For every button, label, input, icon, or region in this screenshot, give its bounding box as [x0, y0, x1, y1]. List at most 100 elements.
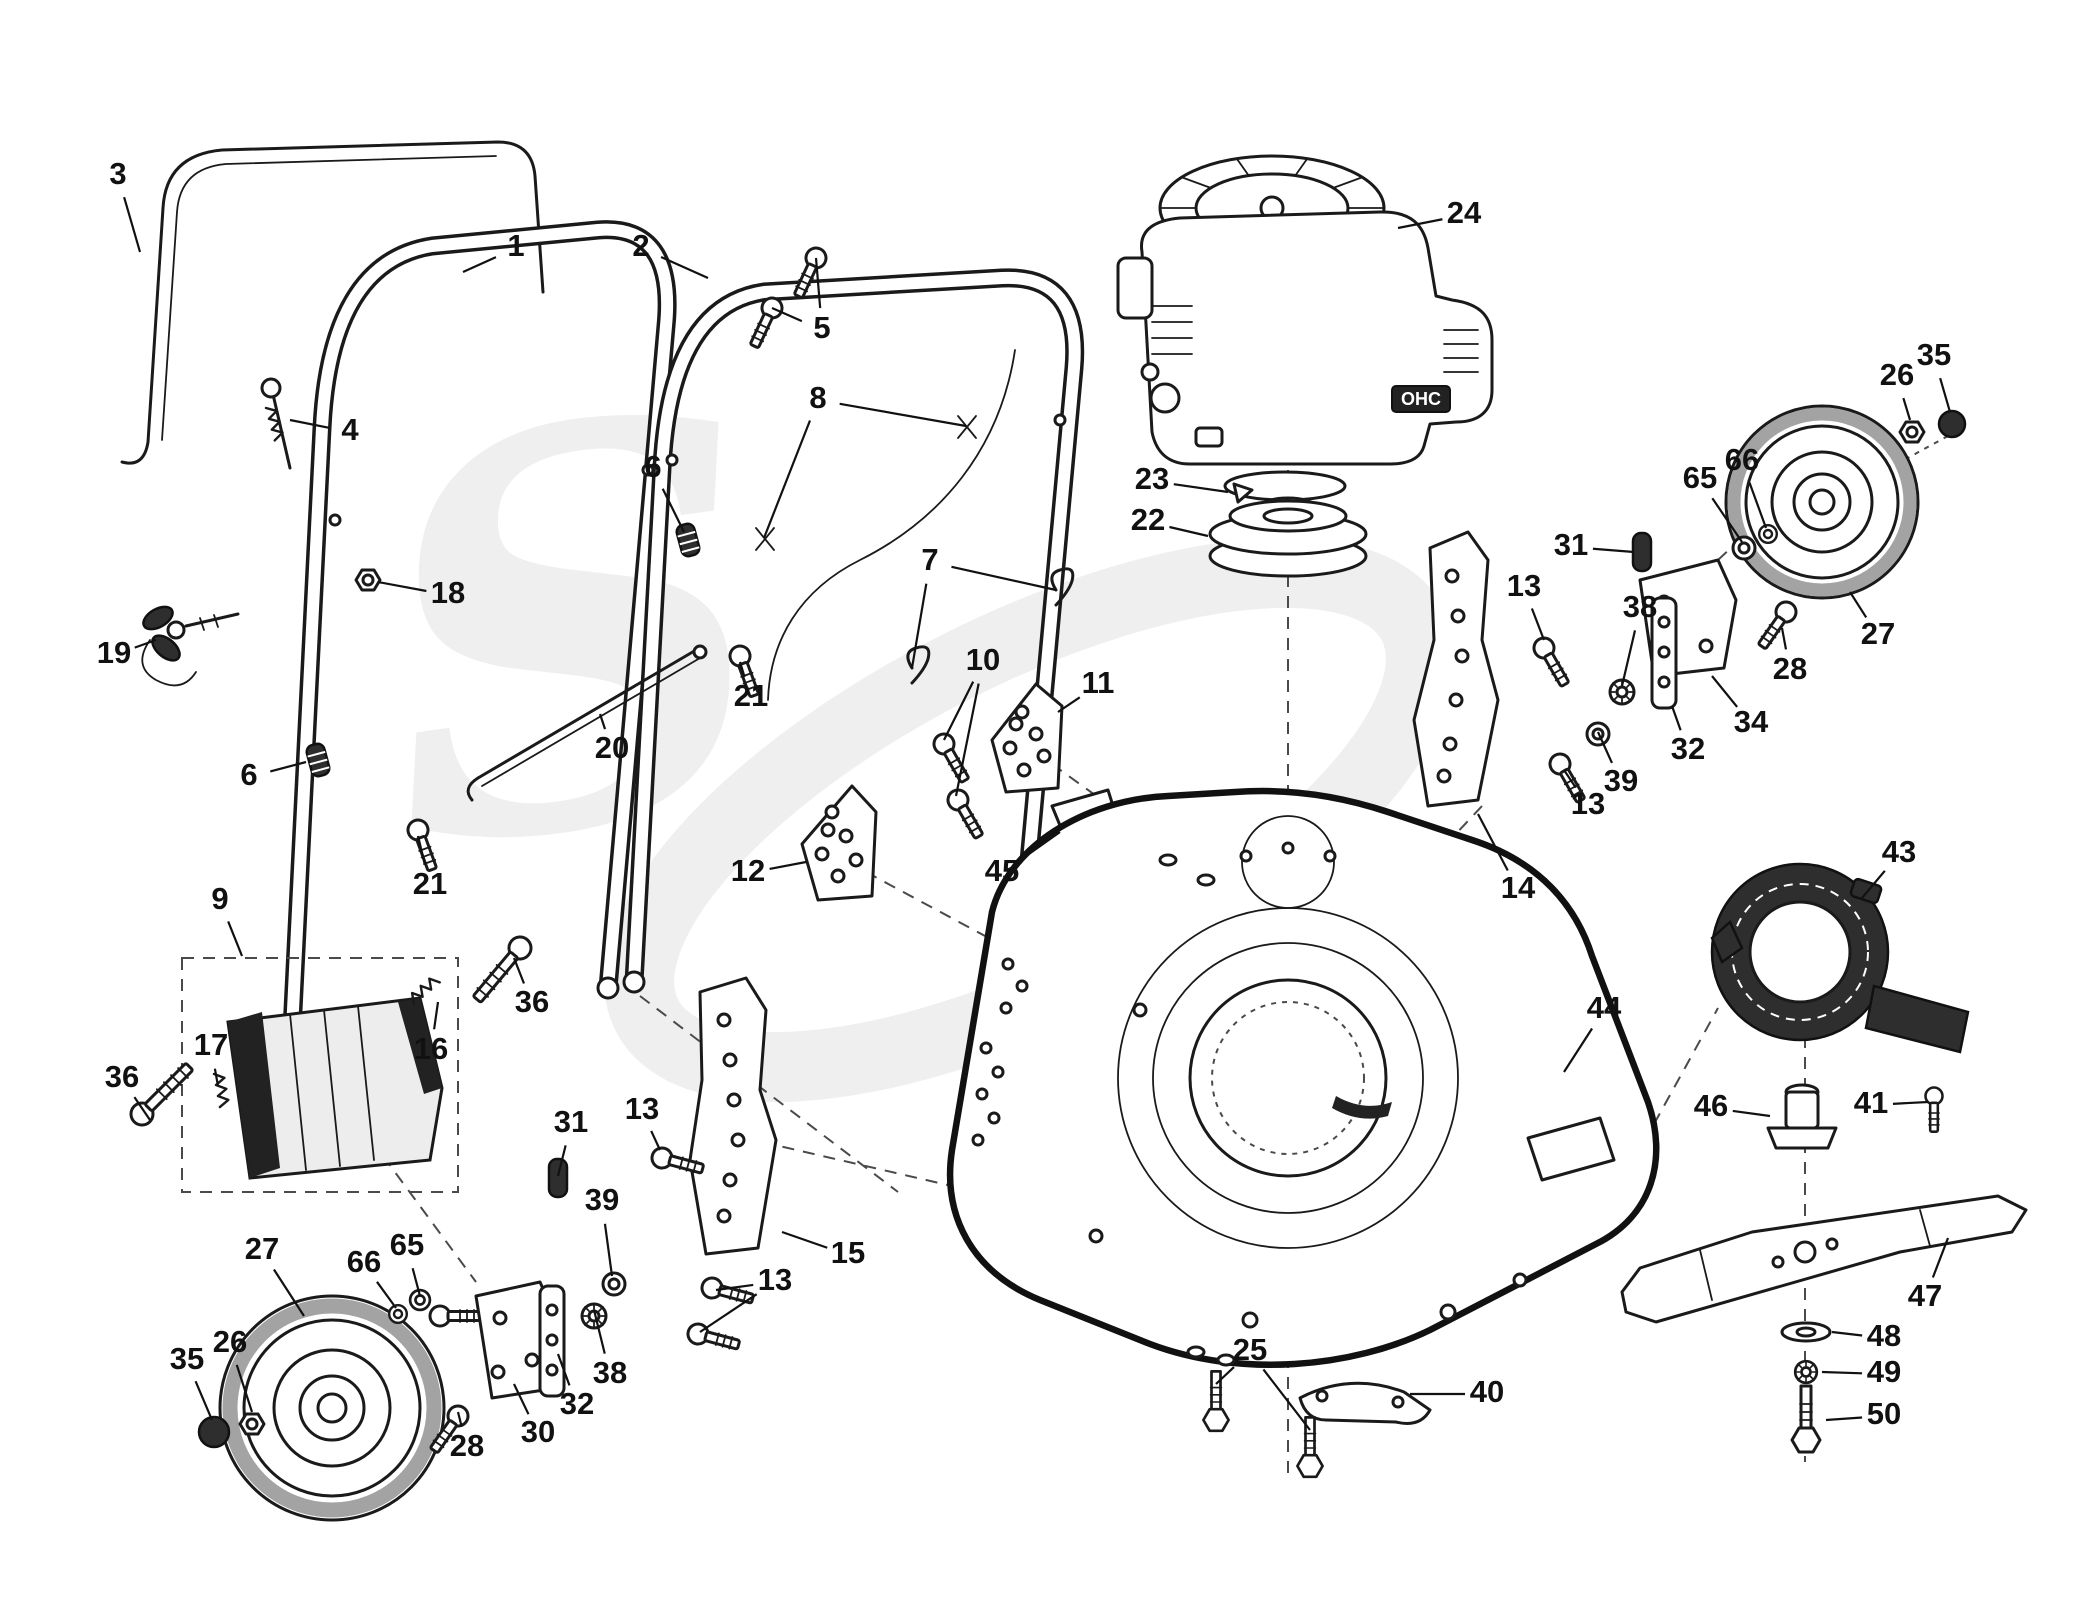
blade-washer-48 [1780, 1321, 1832, 1343]
leader-line-28 [1780, 627, 1788, 650]
leader-line-36 [512, 957, 526, 984]
leader-line-66 [376, 1281, 397, 1309]
blade-bolt-50 [1790, 1384, 1822, 1454]
callout-43: 43 [1882, 834, 1916, 869]
leader-line-39 [1596, 731, 1613, 764]
callout-31: 31 [554, 1104, 588, 1139]
callout-35: 35 [170, 1341, 204, 1376]
leader-line-14 [1477, 813, 1509, 872]
callout-65: 65 [390, 1227, 424, 1262]
bolt-13 [698, 1274, 757, 1311]
leader-line-6 [661, 488, 685, 533]
bolt-13 [684, 1320, 743, 1357]
callout-27: 27 [1861, 616, 1895, 651]
leader-line-38 [592, 1309, 606, 1354]
leader-line-23 [1173, 483, 1229, 494]
leader-line-28 [456, 1411, 463, 1427]
callout-44: 44 [1587, 990, 1622, 1025]
leader-line-26 [1902, 397, 1912, 421]
leader-line-5 [771, 306, 803, 323]
leader-line-45 [1019, 831, 1061, 862]
callout-27: 27 [245, 1231, 279, 1266]
callout-3: 3 [109, 156, 126, 191]
leader-line-21 [738, 661, 746, 678]
callout-26: 26 [1880, 357, 1914, 392]
leader-line-18 [377, 580, 427, 593]
leader-line-13 [715, 1283, 754, 1292]
skid-bracket-40 [1298, 1381, 1432, 1425]
callout-45: 45 [985, 853, 1019, 888]
lock-washer-49 [1793, 1359, 1819, 1385]
leader-line-16 [433, 1001, 440, 1030]
leader-line-6 [269, 760, 307, 773]
handle-bracket-12 [800, 784, 878, 902]
leader-line-10 [943, 681, 975, 741]
leader-line-11 [1057, 696, 1081, 713]
callout-5: 5 [813, 310, 830, 345]
leader-line-5 [814, 257, 822, 309]
callout-15: 15 [831, 1235, 865, 1270]
bolt-10 [942, 784, 990, 843]
leader-line-8 [839, 402, 967, 428]
callout-4: 4 [341, 412, 359, 447]
washer-66 [388, 1303, 408, 1325]
leader-line-21 [416, 835, 426, 865]
leader-line-1 [462, 256, 497, 274]
callout-34: 34 [1734, 704, 1769, 739]
leader-line-27 [273, 1268, 305, 1317]
tie-rod-20 [466, 644, 708, 802]
bolt-28 [1752, 596, 1802, 654]
leader-line-10 [954, 683, 980, 797]
leader-line-25 [1262, 1368, 1311, 1431]
callout-31: 31 [1554, 527, 1588, 562]
callout-16: 16 [414, 1031, 448, 1066]
callout-13: 13 [625, 1091, 659, 1126]
axle-bolt [428, 1304, 484, 1328]
bolt-25 [1202, 1370, 1230, 1433]
callout-65: 65 [1683, 460, 1717, 495]
callout-26: 26 [213, 1324, 247, 1359]
callout-7: 7 [921, 542, 938, 577]
hub-cap-35 [1937, 409, 1967, 439]
upper-handle-bar [120, 140, 545, 465]
leader-line-44 [1563, 1027, 1593, 1073]
leader-line-12 [769, 860, 807, 870]
leader-line-24 [1397, 218, 1443, 230]
callout-1: 1 [507, 228, 524, 263]
handle-bracket-11 [990, 682, 1064, 794]
leader-line-7 [910, 583, 928, 669]
spring-16 [406, 973, 441, 1006]
bolt-13 [1528, 632, 1576, 691]
leader-line-48 [1831, 1330, 1863, 1337]
leader-line-36 [133, 1096, 151, 1121]
callout-13: 13 [1571, 786, 1605, 821]
callout-50: 50 [1867, 1396, 1901, 1431]
leader-line-39 [603, 1223, 614, 1277]
leader-line-47 [1931, 1237, 1950, 1278]
wing-knob-19 [141, 605, 240, 687]
leader-line-30 [513, 1383, 530, 1415]
leader-line-22 [1169, 525, 1209, 538]
leader-line-27 [1849, 591, 1868, 619]
leader-line-9 [227, 921, 244, 957]
callout-49: 49 [1867, 1354, 1901, 1389]
callout-2: 2 [632, 228, 649, 263]
callout-21: 21 [734, 678, 768, 713]
control-cable [755, 349, 1016, 701]
wheel-nut-26 [1898, 420, 1926, 444]
callout-6: 6 [240, 757, 257, 792]
leader-line-7 [951, 565, 1057, 592]
callout-35: 35 [1917, 337, 1951, 372]
leader-line-3 [123, 196, 142, 253]
callout-48: 48 [1867, 1318, 1901, 1353]
leader-line-8 [762, 420, 812, 539]
callout-40: 40 [1470, 1374, 1504, 1409]
leader-line-34 [1711, 675, 1738, 708]
spacer-31 [547, 1157, 569, 1199]
callout-38: 38 [593, 1355, 627, 1390]
callout-32: 32 [560, 1386, 594, 1421]
leader-line-35 [1939, 377, 1952, 413]
leader-line-65 [411, 1267, 422, 1297]
left-wheel [218, 1294, 446, 1522]
